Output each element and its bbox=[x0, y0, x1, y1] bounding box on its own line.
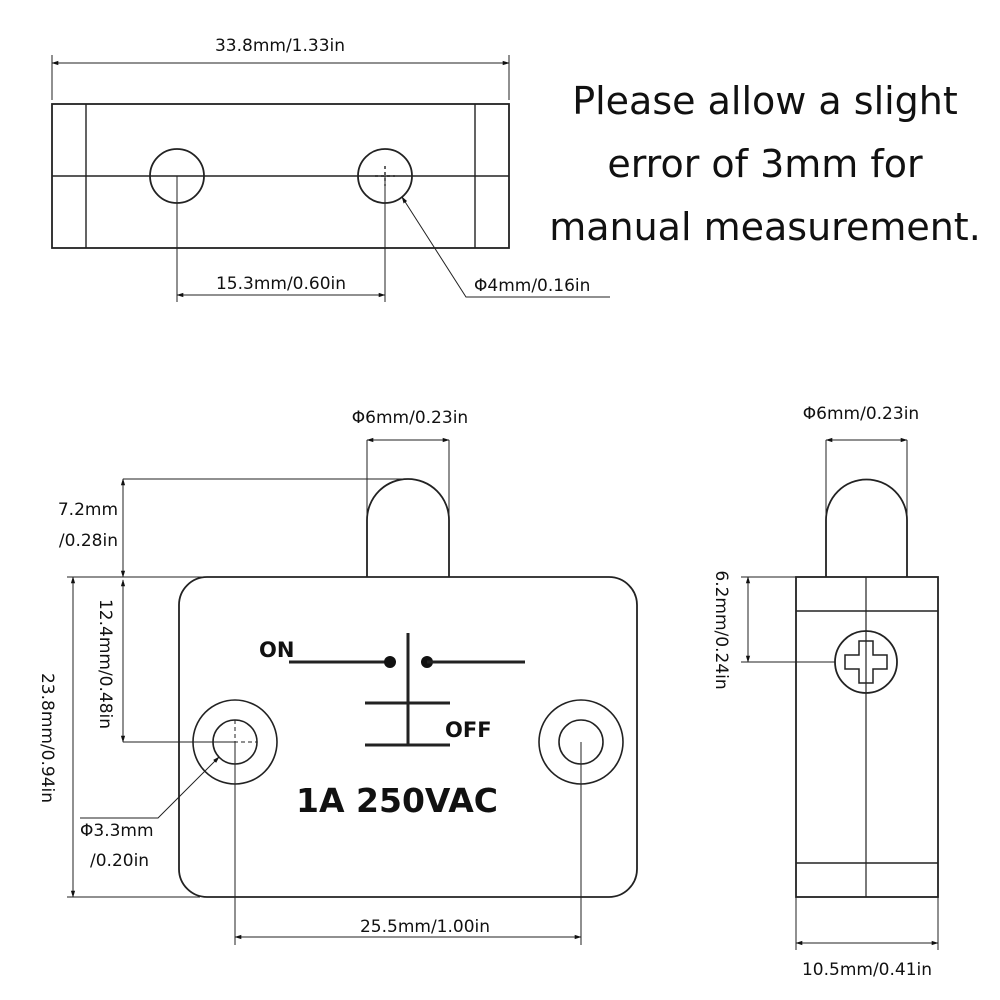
side-lever-diameter-label: Φ6mm/0.23in bbox=[803, 404, 919, 424]
front-lever bbox=[366, 478, 450, 577]
front-view bbox=[67, 437, 638, 945]
side-view bbox=[741, 437, 939, 950]
measurement-note: Please allow a slight error of 3mm for m… bbox=[540, 70, 990, 259]
side-body bbox=[795, 576, 939, 898]
measurement-note-line1: Please allow a slight bbox=[572, 79, 958, 123]
front-mount-hole-label-line1: Φ3.3mm bbox=[80, 821, 154, 841]
front-mount-spacing-label: 25.5mm/1.00in bbox=[360, 917, 490, 937]
switch-off-label: OFF bbox=[445, 718, 492, 742]
front-lever-height-label-line1: 7.2mm bbox=[58, 500, 118, 520]
front-lever-height-label-line2: /0.28in bbox=[59, 531, 118, 551]
side-screw-slot bbox=[844, 640, 888, 684]
top-hole-spacing-label: 15.3mm/0.60in bbox=[216, 274, 346, 294]
measurement-note-line3: manual measurement. bbox=[549, 205, 981, 249]
measurement-note-line2: error of 3mm for bbox=[607, 142, 923, 186]
switch-on-label: ON bbox=[259, 638, 294, 662]
switch-rating-label: 1A 250VAC bbox=[296, 781, 498, 820]
front-mount-hole-leader bbox=[80, 756, 220, 819]
top-width-label: 33.8mm/1.33in bbox=[215, 36, 345, 56]
front-body-height-label: 23.8mm/0.94in bbox=[37, 673, 57, 803]
top-hole-diameter-label: Φ4mm/0.16in bbox=[474, 276, 590, 296]
side-screw-offset-label: 6.2mm/0.24in bbox=[711, 570, 731, 689]
top-view bbox=[51, 55, 610, 302]
top-hole-diameter-leader bbox=[401, 196, 610, 298]
front-mount-hole-label-line2: /0.20in bbox=[90, 851, 149, 871]
switch-symbol bbox=[289, 633, 525, 747]
front-hole-offset-label: 12.4mm/0.48in bbox=[95, 599, 115, 729]
front-lever-diameter-label: Φ6mm/0.23in bbox=[352, 408, 468, 428]
front-body bbox=[178, 576, 638, 898]
side-lever bbox=[825, 478, 908, 577]
side-depth-label: 10.5mm/0.41in bbox=[802, 960, 932, 980]
